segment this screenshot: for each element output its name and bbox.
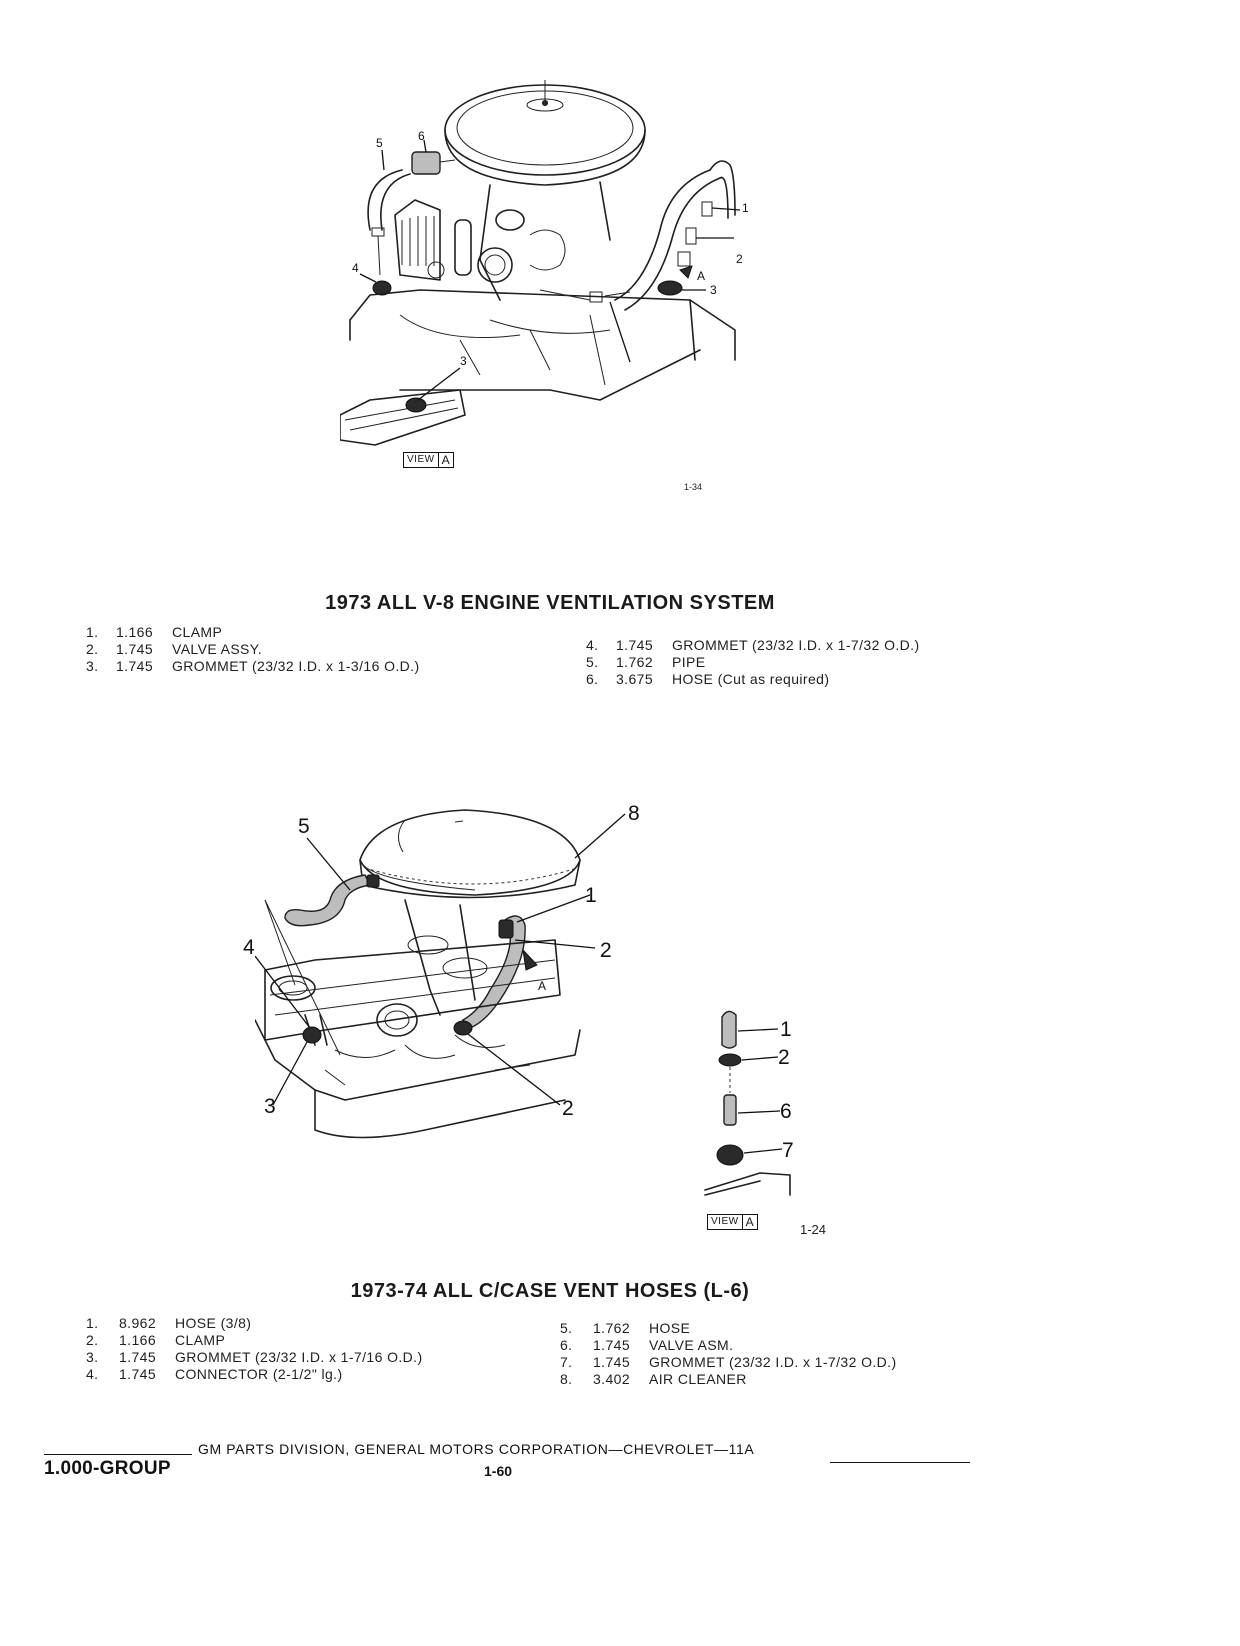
part-code: 1.166 [119,1332,157,1348]
section1-title: 1973 ALL V-8 ENGINE VENTILATION SYSTEM [325,592,775,614]
part-code: 1.745 [593,1337,631,1353]
part-num: 8. [560,1371,573,1387]
part-code: 1.762 [593,1320,631,1336]
part-num: 1. [86,624,99,640]
fig2-callout-8: 8 [628,802,640,825]
footer-group-label: 1.000-GROUP [44,1458,171,1479]
part-code: 1.745 [116,658,154,674]
fig2-code: 1-24 [800,1222,827,1237]
fig2-callout-3: 3 [264,1095,276,1118]
part-desc: VALVE ASM. [649,1337,734,1353]
view-tag-word: VIEW [708,1215,743,1229]
list-item: 3. 1.745 GROMMET (23/32 I.D. x 1-7/16 O.D.… [86,1349,423,1366]
view-tag-letter: A [441,453,450,467]
section2-parts-left: 1. 8.962 HOSE (3/8) 2. 1.166 CLAMP 3. 1.745 GR… [86,1315,423,1383]
part-desc: GROMMET (23/32 I.D. x 1-7/32 O.D.) [672,637,920,653]
part-code: 1.745 [119,1366,157,1382]
list-item: 1. 8.962 HOSE (3/8) [86,1315,423,1332]
part-desc: HOSE (Cut as required) [672,671,830,687]
list-item: 4. 1.745 CONNECTOR (2-1/2" lg.) [86,1366,423,1383]
fig2-callout-1: 1 [585,884,597,907]
view-a-detail-illustration [700,1005,800,1205]
fig2-callout-5: 5 [298,815,310,838]
part-code: 3.402 [593,1371,631,1387]
list-item: 8. 3.402 AIR CLEANER [560,1371,897,1388]
fig2-callout-4: 4 [243,936,255,959]
part-desc: AIR CLEANER [649,1371,747,1387]
detail-callout-2: 2 [778,1046,790,1069]
view-tag-letter: A [745,1215,754,1229]
part-num: 5. [586,654,599,670]
part-num: 2. [86,1332,99,1348]
fig1-view-tag: VIEW A [403,452,454,468]
part-desc: PIPE [672,654,706,670]
part-code: 8.962 [119,1315,157,1331]
list-item: 5. 1.762 HOSE [560,1320,897,1337]
detail-callout-1: 1 [780,1018,792,1041]
part-code: 1.166 [116,624,154,640]
part-code: 1.745 [616,637,654,653]
list-item: 2. 1.745 VALVE ASSY. [86,641,420,658]
part-num: 6. [586,671,599,687]
detail-callout-6: 6 [780,1100,792,1123]
part-num: 4. [586,637,599,653]
fig1-callout-1: 1 [742,201,749,215]
part-desc: CLAMP [175,1332,226,1348]
section2-title: 1973-74 ALL C/CASE VENT HOSES (L-6) [350,1280,750,1302]
page-number: 1-60 [484,1463,513,1479]
footer-rule-right [830,1462,970,1463]
footer-corporation: GM PARTS DIVISION, GENERAL MOTORS CORPOR… [198,1441,755,1457]
part-num: 4. [86,1366,99,1382]
fig1-callout-6: 6 [418,129,425,143]
part-desc: CONNECTOR (2-1/2" lg.) [175,1366,343,1382]
fig1-callout-2: 2 [736,252,743,266]
fig2-callout-2-lower: 2 [562,1097,574,1120]
list-item: 4. 1.745 GROMMET (23/32 I.D. x 1-7/32 O.D.… [586,637,920,654]
fig1-callout-3-view: 3 [460,354,467,368]
part-num: 3. [86,1349,99,1365]
list-item: 6. 1.745 VALVE ASM. [560,1337,897,1354]
part-code: 3.675 [616,671,654,687]
part-num: 7. [560,1354,573,1370]
section1-parts-right: 4. 1.745 GROMMET (23/32 I.D. x 1-7/32 O.D.… [586,637,920,688]
part-num: 3. [86,658,99,674]
part-desc: VALVE ASSY. [172,641,263,657]
list-item: 2. 1.166 CLAMP [86,1332,423,1349]
part-num: 6. [560,1337,573,1353]
fig1-callout-4: 4 [352,261,359,275]
part-num: 2. [86,641,99,657]
part-code: 1.745 [116,641,154,657]
part-desc: GROMMET (23/32 I.D. x 1-3/16 O.D.) [172,658,420,674]
part-code: 1.745 [593,1354,631,1370]
footer-rule-left [44,1454,192,1455]
part-num: 5. [560,1320,573,1336]
part-code: 1.762 [616,654,654,670]
fig2-callout-2-upper: 2 [600,939,612,962]
v8-ventilation-illustration [340,70,770,490]
list-item: 5. 1.762 PIPE [586,654,920,671]
list-item: 6. 3.675 HOSE (Cut as required) [586,671,920,688]
list-item: 3. 1.745 GROMMET (23/32 I.D. x 1-3/16 O.D.… [86,658,420,675]
part-desc: CLAMP [172,624,223,640]
view-tag-word: VIEW [404,453,439,467]
detail-callout-7: 7 [782,1139,794,1162]
fig2-arrow-label: A [538,979,547,993]
part-code: 1.745 [119,1349,157,1365]
fig1-callout-5: 5 [376,136,383,150]
part-desc: GROMMET (23/32 I.D. x 1-7/16 O.D.) [175,1349,423,1365]
fig1-arrow-label: A [697,269,706,283]
list-item: 1. 1.166 CLAMP [86,624,420,641]
part-desc: HOSE (3/8) [175,1315,252,1331]
fig1-code: 1-34 [684,482,703,492]
part-desc: GROMMET (23/32 I.D. x 1-7/32 O.D.) [649,1354,897,1370]
part-desc: HOSE [649,1320,691,1336]
part-num: 1. [86,1315,99,1331]
l6-vent-hoses-illustration [255,800,655,1180]
fig1-callout-3-right: 3 [710,283,717,297]
fig2-view-tag: VIEW A [707,1214,758,1230]
list-item: 7. 1.745 GROMMET (23/32 I.D. x 1-7/32 O.D.… [560,1354,897,1371]
